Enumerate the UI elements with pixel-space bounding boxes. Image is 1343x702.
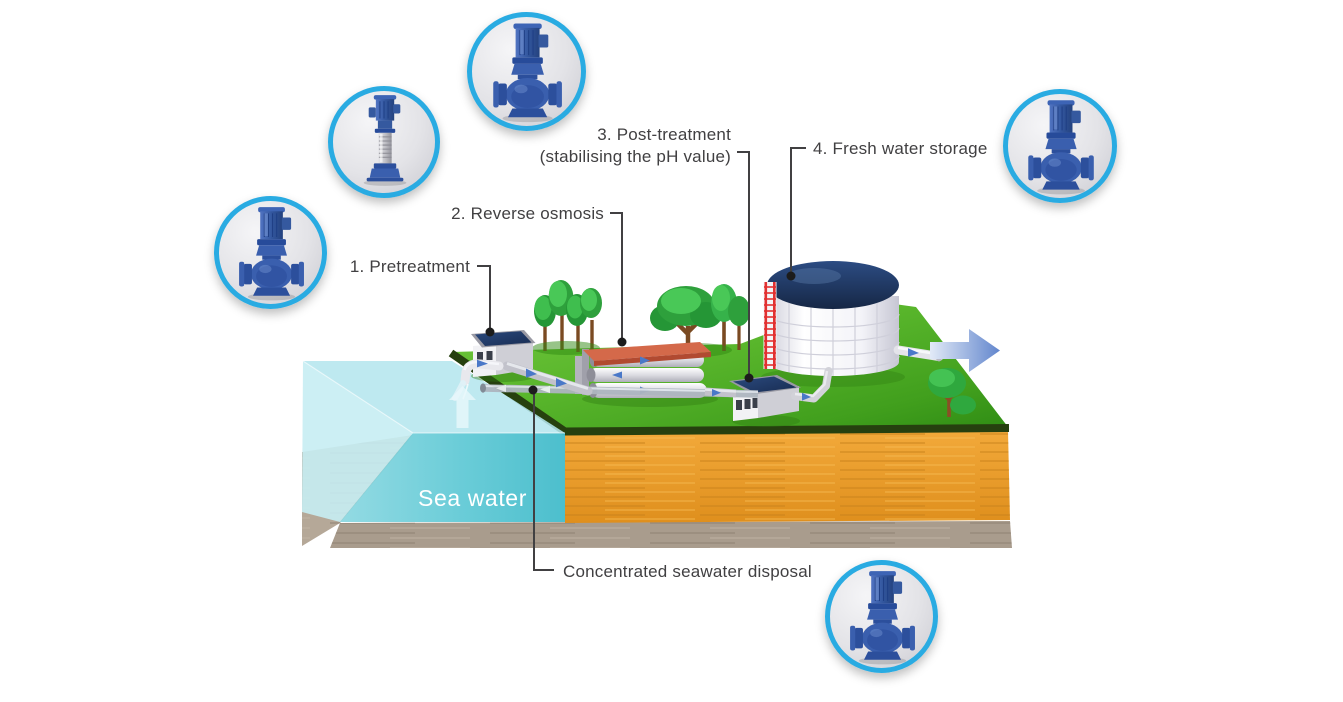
pump-callout-left bbox=[214, 196, 327, 309]
fresh-water-tank bbox=[761, 261, 905, 387]
flow-arrow bbox=[477, 359, 488, 368]
inline-pump-icon bbox=[493, 23, 562, 123]
bush-canopy bbox=[950, 395, 976, 415]
tree-canopy-light bbox=[581, 289, 597, 311]
trees-middle-cluster bbox=[650, 284, 750, 357]
soil-face-texture bbox=[565, 431, 1010, 523]
label-step3-post-treatment: 3. Post-treatment (stabilising the pH va… bbox=[500, 124, 731, 169]
label-step2-reverse-osmosis: 2. Reverse osmosis bbox=[451, 204, 604, 223]
tree-canopy-light bbox=[661, 288, 701, 314]
pump-callout-bottom bbox=[825, 560, 938, 673]
tank-ladder bbox=[763, 282, 777, 369]
ro-manifold-pipe bbox=[582, 349, 589, 395]
sea-corner-face bbox=[302, 361, 413, 522]
leader-dots bbox=[485, 271, 796, 395]
flow-arrow bbox=[556, 378, 567, 388]
disposal-flow-arrow bbox=[496, 384, 506, 392]
tank-dome-highlight bbox=[787, 268, 841, 284]
reverse-osmosis-rack bbox=[575, 342, 718, 407]
fresh-water-output-arrow bbox=[930, 329, 1000, 372]
inline-pump-icon bbox=[850, 571, 915, 665]
ro-manifold-pipe bbox=[575, 356, 582, 394]
bush-canopy-light bbox=[929, 369, 955, 387]
pump-callout-right bbox=[1003, 89, 1117, 203]
rock-base-front-texture bbox=[330, 521, 1012, 548]
disposal-flow-arrow bbox=[540, 385, 550, 393]
tree-canopy bbox=[728, 296, 750, 326]
water-edge-highlight bbox=[302, 360, 565, 434]
leader-lines bbox=[477, 147, 806, 571]
flow-arrow bbox=[802, 392, 811, 401]
pipes-and-flow bbox=[449, 329, 1000, 428]
building-window bbox=[752, 398, 758, 408]
flow-arrow bbox=[526, 368, 537, 378]
label-step3-line2: (stabilising the pH value) bbox=[539, 147, 731, 167]
building-window bbox=[486, 351, 493, 360]
ro-rack-top-slab bbox=[583, 342, 711, 361]
sea-top-surface bbox=[303, 361, 565, 433]
flow-arrow bbox=[908, 348, 919, 357]
sea-front-face bbox=[340, 433, 565, 522]
leader-line-reverse-osmosis bbox=[610, 212, 623, 340]
tree-canopy-light bbox=[534, 296, 552, 320]
ro-rack-top-slab-edge bbox=[594, 352, 711, 366]
label-step4-fresh-water-storage: 4. Fresh water storage bbox=[813, 139, 988, 158]
flow-arrow bbox=[712, 389, 721, 397]
trees-left-cluster bbox=[532, 280, 602, 355]
building-window bbox=[477, 352, 483, 361]
pump-callout-top-left bbox=[328, 86, 440, 198]
label-step1-pretreatment: 1. Pretreatment bbox=[349, 257, 470, 276]
vertical-multistage-pump-icon bbox=[363, 95, 407, 186]
label-sea-water: Sea water bbox=[418, 485, 527, 511]
sea-water-block bbox=[302, 360, 565, 522]
sea-upwelling-arrow bbox=[449, 386, 476, 428]
building-window bbox=[736, 400, 742, 410]
building-window bbox=[744, 399, 751, 409]
tree-canopy-light bbox=[712, 285, 730, 311]
label-step3-line1: 3. Post-treatment bbox=[597, 125, 731, 144]
pump-callout-top-center bbox=[467, 12, 586, 131]
cliff-edge-band bbox=[448, 349, 1010, 436]
label-disposal: Concentrated seawater disposal bbox=[563, 562, 812, 581]
post-treatment-building bbox=[729, 375, 801, 427]
ro-to-post-pipe bbox=[704, 387, 737, 398]
post-to-tank-pipe bbox=[791, 367, 833, 403]
bush-right bbox=[928, 368, 976, 417]
leader-line-post-treatment bbox=[737, 151, 750, 376]
leader-line-fresh-water-storage bbox=[790, 147, 806, 274]
leader-line-pretreatment bbox=[477, 265, 491, 330]
tree-canopy-light bbox=[567, 295, 583, 319]
leader-line-disposal bbox=[533, 392, 554, 571]
tank-dome bbox=[767, 261, 899, 309]
inline-pump-icon bbox=[1028, 100, 1094, 195]
inline-pump-icon bbox=[239, 207, 304, 301]
feed-pipe bbox=[502, 361, 593, 396]
building-side-wall bbox=[758, 386, 799, 418]
tree-canopy-light bbox=[549, 281, 567, 307]
